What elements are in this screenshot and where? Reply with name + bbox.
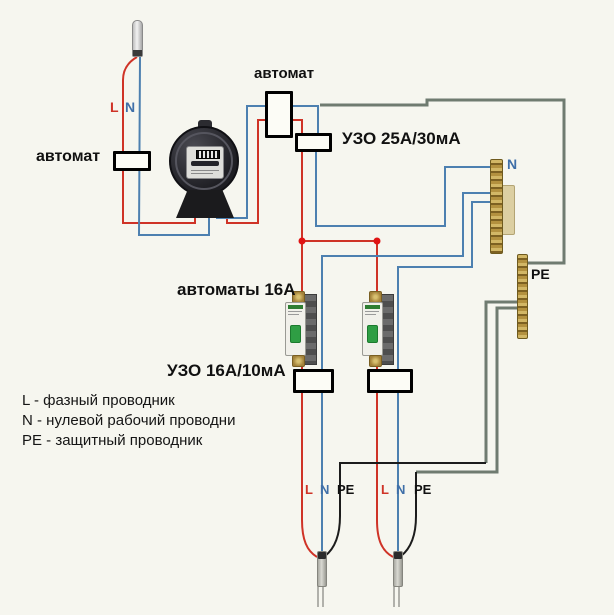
rcd-branch-1-symbol bbox=[293, 369, 334, 393]
label-input-n: N bbox=[125, 99, 136, 115]
input-cable bbox=[132, 20, 143, 57]
junction-dot bbox=[373, 237, 381, 245]
l-wires bbox=[122, 56, 394, 558]
pe-drop-wires bbox=[324, 462, 486, 557]
label-branch-breakers: автоматы 16А bbox=[177, 280, 296, 299]
label-circuit1-n: N bbox=[320, 482, 330, 497]
n-bus-mount bbox=[501, 185, 515, 235]
main-breaker-symbol bbox=[113, 151, 151, 171]
breaker-lever bbox=[290, 325, 301, 343]
label-main-breaker: автомат bbox=[36, 148, 101, 165]
label-circuit1-l: L bbox=[305, 482, 313, 497]
meter-ring bbox=[175, 132, 233, 190]
electric-meter bbox=[168, 120, 242, 218]
junction-dots bbox=[298, 237, 381, 245]
label-rcd-branch: УЗО 16А/10мА bbox=[167, 361, 286, 380]
breaker-text-line bbox=[288, 314, 299, 315]
meter-face bbox=[186, 146, 224, 179]
wire-pe-bus-drop2 bbox=[416, 306, 519, 474]
breaker-label bbox=[288, 305, 303, 309]
legend: L - фазный проводник N - нулевой рабочий… bbox=[22, 391, 235, 451]
wire-l-circuit2 bbox=[376, 241, 394, 558]
wire-n-circuit1 bbox=[321, 192, 492, 557]
legend-item-l: L - фазный проводник bbox=[22, 392, 175, 409]
cable-strands bbox=[317, 585, 400, 607]
breaker-body bbox=[362, 302, 383, 356]
wire-n-circuit2 bbox=[397, 201, 491, 557]
wire-pe-circuit1 bbox=[324, 462, 486, 557]
wire-n-rcd-to-bus bbox=[315, 151, 492, 227]
branch-breaker-2 bbox=[360, 291, 394, 368]
cable-sheath-end bbox=[394, 552, 402, 559]
breaker-body bbox=[285, 302, 306, 356]
label-top-breaker: автомат bbox=[254, 65, 315, 82]
rcd-branch-2-symbol bbox=[367, 369, 413, 393]
pe-wires bbox=[320, 98, 566, 474]
wire-l-circuit1 bbox=[301, 241, 318, 558]
terminal-screw bbox=[369, 355, 382, 367]
rcd-main-symbol bbox=[295, 133, 332, 152]
branch-breaker-1 bbox=[283, 291, 317, 368]
breaker-label bbox=[365, 305, 380, 309]
legend-item-pe: PE - защитный проводник bbox=[22, 432, 203, 449]
meter-text-line bbox=[191, 173, 213, 174]
terminal-screw bbox=[292, 355, 305, 367]
output-cable-1 bbox=[317, 551, 327, 587]
breaker-text-line bbox=[288, 311, 302, 312]
n-bus-bar bbox=[490, 159, 503, 254]
label-n-bus: N bbox=[507, 156, 518, 172]
meter-terminal-cover bbox=[176, 190, 234, 218]
wire-pe-main bbox=[320, 98, 566, 265]
wire-l-input bbox=[122, 56, 196, 224]
meter-disc-slot bbox=[191, 161, 219, 166]
label-rcd-main: УЗО 25А/30мА bbox=[342, 129, 461, 148]
junction-dot bbox=[298, 237, 306, 245]
wire-pe-circuit2 bbox=[400, 472, 417, 557]
pe-bus-bar bbox=[517, 254, 528, 339]
breaker-text-line bbox=[365, 311, 379, 312]
label-circuit1-pe: PE bbox=[337, 482, 355, 497]
wire-pe-bus-drop1 bbox=[484, 300, 519, 463]
after-meter-breaker-symbol bbox=[265, 91, 293, 138]
cable-sheath-end bbox=[318, 552, 326, 559]
meter-text-line bbox=[191, 170, 219, 171]
label-circuit2-pe: PE bbox=[414, 482, 432, 497]
output-cable-2 bbox=[393, 551, 403, 587]
wire-n-input bbox=[137, 56, 210, 236]
meter-register bbox=[196, 150, 220, 159]
legend-item-n: N - нулевой рабочий проводни bbox=[22, 412, 236, 429]
label-circuit2-l: L bbox=[381, 482, 389, 497]
label-circuit2-n: N bbox=[396, 482, 406, 497]
breaker-text-line bbox=[365, 314, 376, 315]
label-input-l: L bbox=[110, 99, 119, 115]
cable-sheath-end bbox=[133, 50, 142, 56]
breaker-lever bbox=[367, 325, 378, 343]
label-pe-bus: PE bbox=[531, 266, 550, 282]
meter-seal-knob bbox=[198, 120, 212, 130]
